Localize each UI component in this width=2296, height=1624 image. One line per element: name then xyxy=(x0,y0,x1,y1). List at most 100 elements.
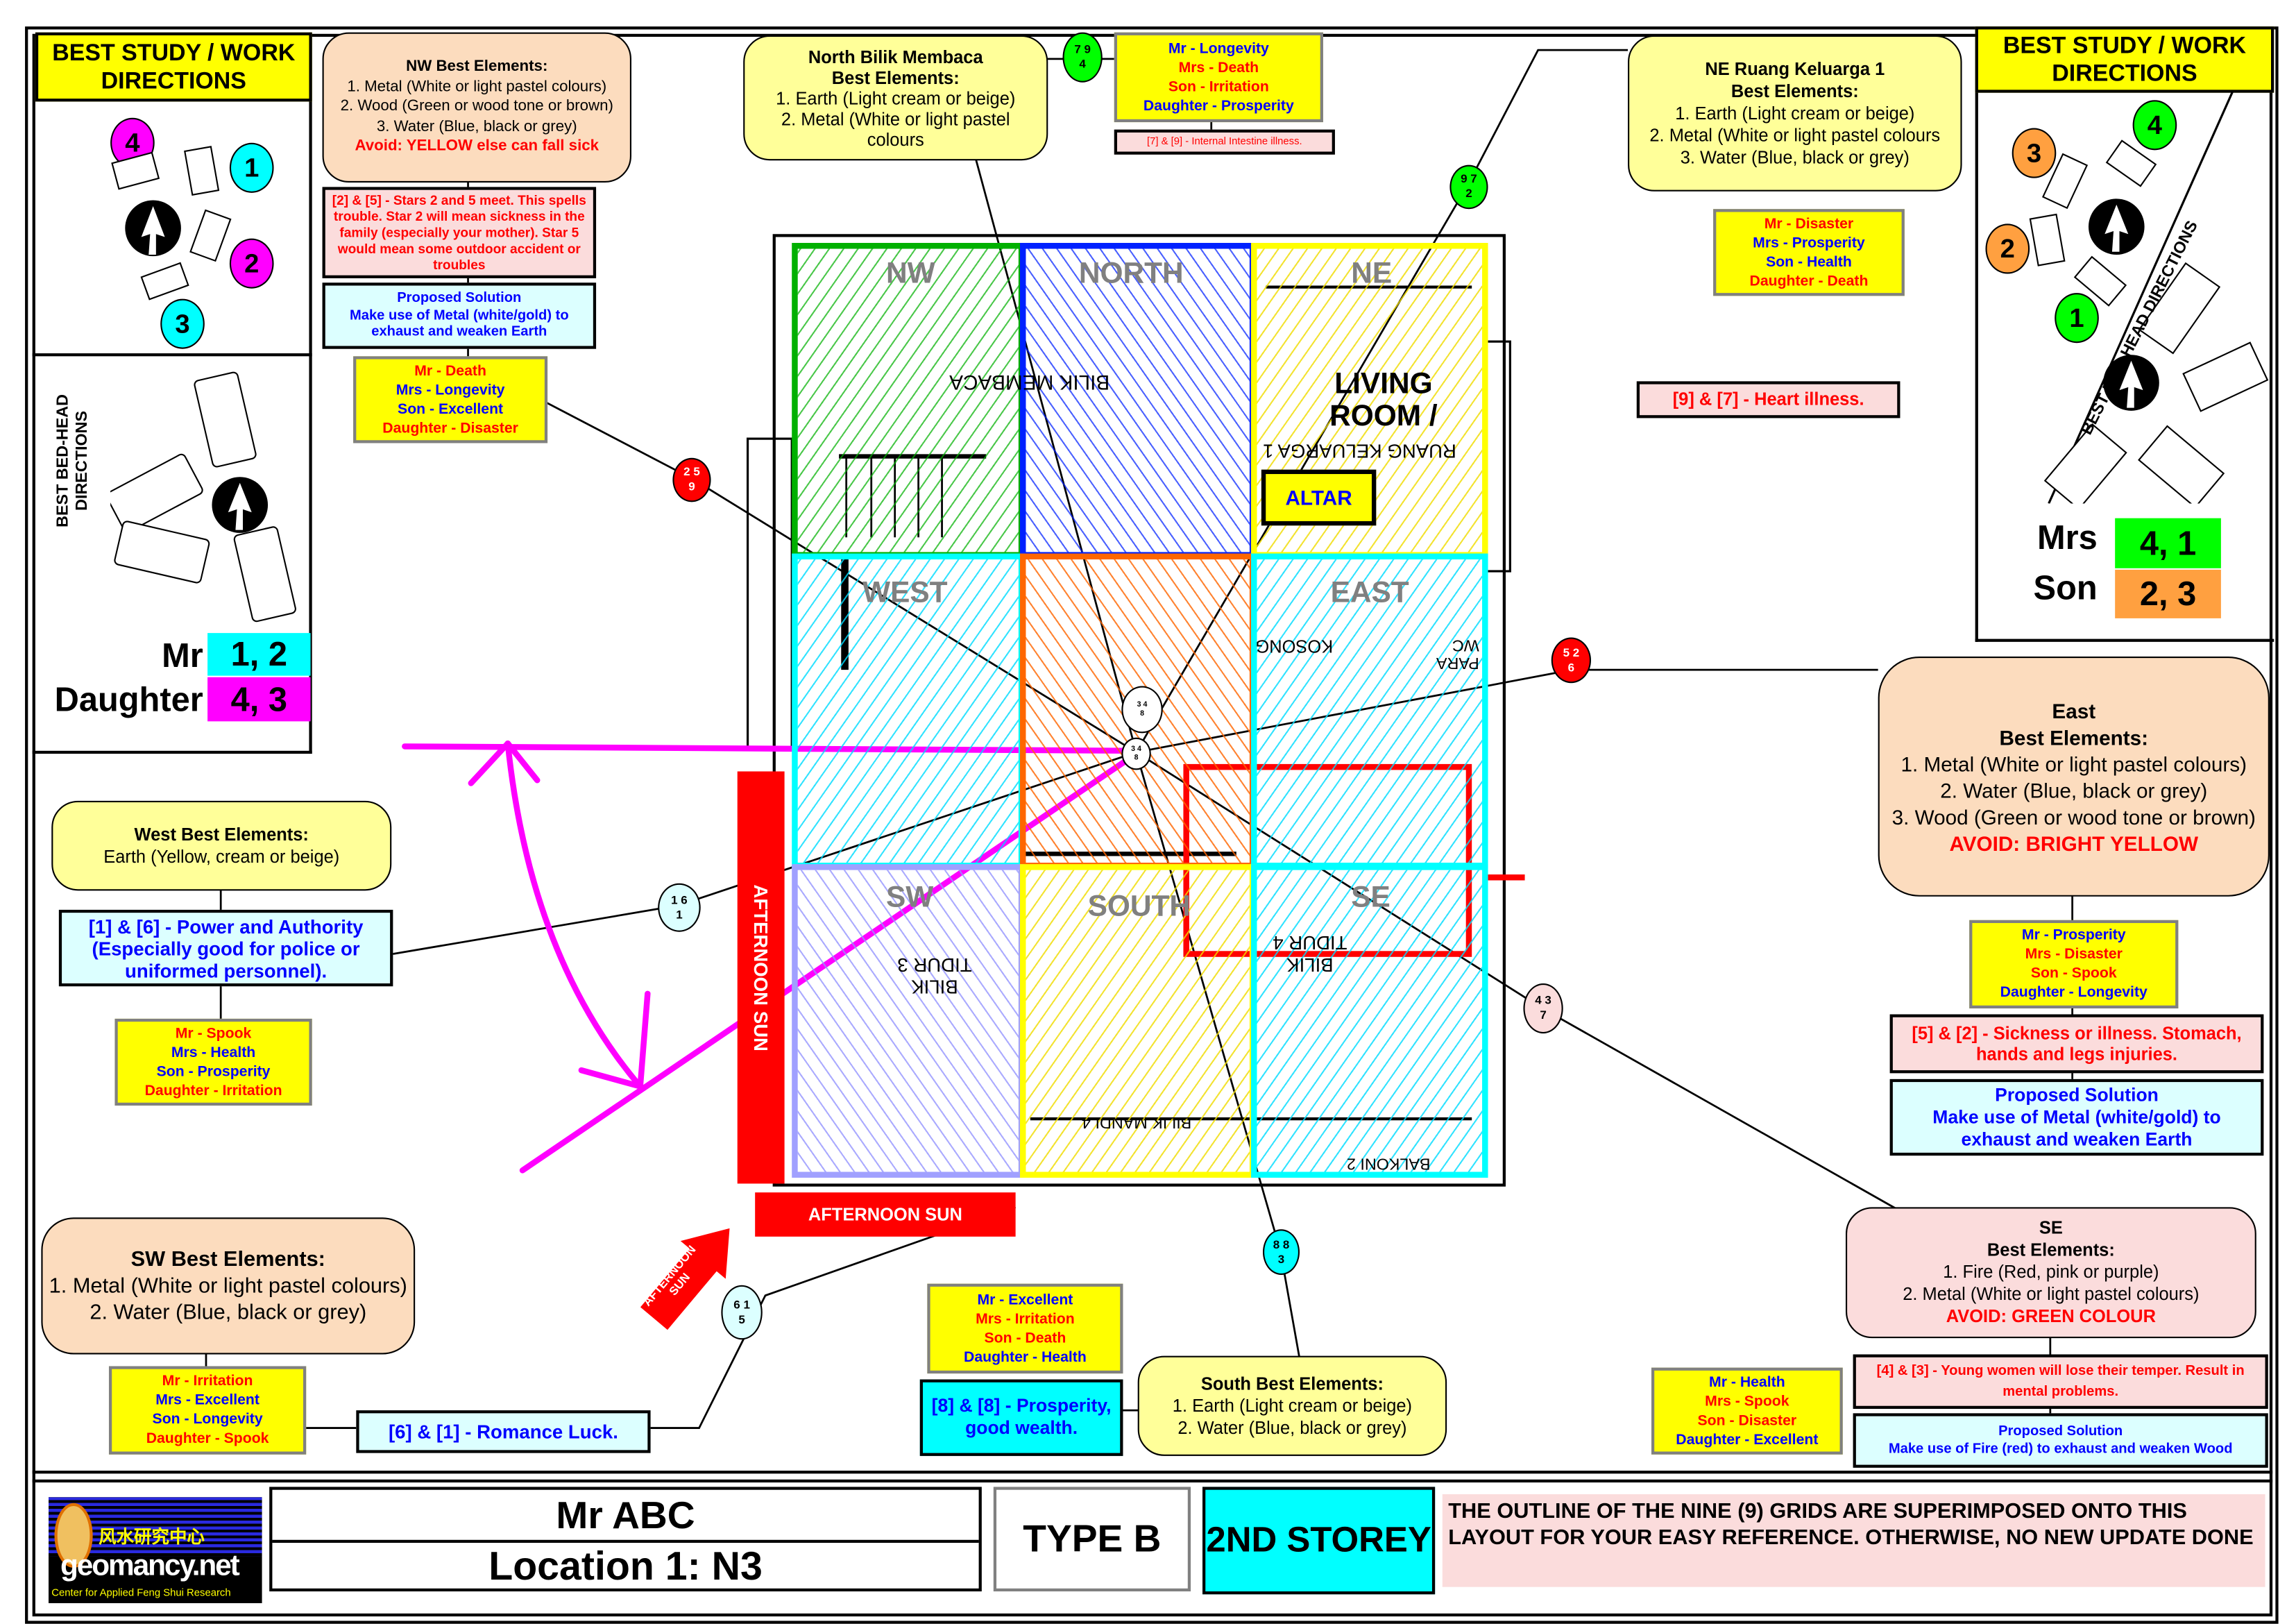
star-top: 6 1 xyxy=(733,1297,750,1311)
fortune-mr: Mr - Excellent xyxy=(977,1292,1073,1308)
west-elements-box: West Best Elements: Earth (Yellow, cream… xyxy=(51,800,392,891)
right-icons xyxy=(2029,91,2269,504)
west-star-note: [1] & [6] - Power and Authority (Especia… xyxy=(58,909,393,987)
sw-element-1: 1. Metal (White or light pastel colours) xyxy=(49,1274,407,1298)
fortune-daughter: Daughter - Death xyxy=(1749,273,1869,289)
se-star-note: [4] & [3] - Young women will lose their … xyxy=(1853,1354,2268,1409)
east-solution-title: Proposed Solution xyxy=(1995,1084,2159,1105)
north-fortunes: Mr - Longevity Mrs - Death Son - Irritat… xyxy=(1114,32,1323,123)
north-element-1: 1. Earth (Light cream or beige) xyxy=(776,87,1016,108)
fortune-mrs: Mrs - Health xyxy=(171,1044,256,1061)
sw-element-2: 2. Water (Blue, black or grey) xyxy=(90,1301,367,1325)
afternoon-sun-label-west: AFTERNOON SUN xyxy=(749,884,772,1051)
fortune-mrs: Mrs - Longevity xyxy=(396,382,505,398)
left-panel-divider xyxy=(32,353,312,357)
left-bed-title: BEST BED-HEAD DIRECTIONS xyxy=(54,394,92,527)
star-top: 7 9 xyxy=(1074,42,1091,56)
nw-solution: Proposed Solution Make use of Metal (whi… xyxy=(322,282,597,349)
star-bottom: 4 xyxy=(1079,57,1086,71)
star-bottom: 3 xyxy=(1277,1252,1285,1266)
fortune-daughter: Daughter - Longevity xyxy=(2000,985,2148,1001)
fortune-son: Son - Irritation xyxy=(1168,78,1269,95)
east-element-1: 1. Metal (White or light pastel colours) xyxy=(1900,751,2247,775)
nw-solution-title: Proposed Solution xyxy=(397,290,522,307)
nw-element-1: 1. Metal (White or light pastel colours) xyxy=(347,77,607,96)
person-mrs-label: Mrs xyxy=(2036,518,2098,557)
ne-fortunes: Mr - Disaster Mrs - Prosperity Son - Hea… xyxy=(1713,209,1905,296)
left-bed-icons xyxy=(110,371,296,623)
person-mr-directions: 1, 2 xyxy=(207,633,311,676)
fortune-mr: Mr - Health xyxy=(1709,1374,1785,1391)
afternoon-sun-arrow: AFTERNOON SUN xyxy=(631,1210,752,1338)
afternoon-sun-bar-south: AFTERNOON SUN xyxy=(755,1192,1016,1237)
outer-frame xyxy=(25,26,2279,1624)
person-daughter-label: Daughter xyxy=(54,679,203,719)
person-mr-label: Mr xyxy=(162,636,203,675)
room-ruang-keluarga: RUANG KELUARGA 1 xyxy=(1262,440,1456,463)
study-direction-1: 1 xyxy=(2055,293,2099,344)
se-solution-title: Proposed Solution xyxy=(1998,1423,2123,1440)
star-top: 1 6 xyxy=(671,893,688,906)
grid-cell-nw: NW xyxy=(792,242,1025,558)
star-bottom: 8 xyxy=(1140,709,1145,719)
fortune-daughter: Daughter - Health xyxy=(964,1349,1087,1366)
room-living-room: LIVING ROOM / xyxy=(1329,368,1438,433)
star-bottom: 9 xyxy=(688,480,695,493)
fortune-daughter: Daughter - Excellent xyxy=(1676,1431,1819,1448)
grid-label-north: NORTH xyxy=(1078,257,1184,290)
west-element-1: Earth (Yellow, cream or beige) xyxy=(103,845,340,867)
logo-text: geomancy.net xyxy=(60,1550,240,1583)
south-elements-box: South Best Elements: 1. Earth (Light cre… xyxy=(1137,1355,1447,1456)
sw-fortunes: Mr - Irritation Mrs - Excellent Son - Lo… xyxy=(108,1366,307,1455)
fortune-son: Son - Excellent xyxy=(398,401,504,418)
ne-element-2: 2. Metal (White or light pastel colours xyxy=(1649,124,1941,145)
storey-label: 2ND STOREY xyxy=(1202,1487,1436,1595)
fortune-son: Son - Longevity xyxy=(152,1412,263,1428)
nw-solution-text: Make use of Metal (white/gold) to exhaus… xyxy=(349,307,569,341)
fortune-mr: Mr - Longevity xyxy=(1168,40,1269,57)
north-title: North Bilik Membaca xyxy=(808,46,983,67)
star-bottom: 7 xyxy=(1540,1008,1547,1022)
star-top: 8 8 xyxy=(1273,1237,1290,1251)
east-title: East xyxy=(2052,698,2096,722)
se-element-1: 1. Fire (Red, pink or purple) xyxy=(1943,1261,2159,1283)
yin-yang-icon xyxy=(54,1503,93,1568)
grid-label-se: SE xyxy=(1351,881,1391,915)
nw-element-3: 3. Water (Blue, black or grey) xyxy=(376,117,577,135)
star-top: 4 3 xyxy=(1535,993,1551,1007)
fortune-son: Son - Death xyxy=(984,1330,1066,1346)
logo-chinese: 风水研究中心 xyxy=(99,1526,205,1548)
house-type: TYPE B xyxy=(993,1487,1191,1592)
grid-cell-north: NORTH xyxy=(1019,242,1256,558)
star-top: 3 4 xyxy=(1131,745,1141,754)
left-desk-icons xyxy=(111,146,232,301)
star-top: 9 7 xyxy=(1461,172,1477,186)
se-avoid: AVOID: GREEN COLOUR xyxy=(1946,1305,2156,1327)
se-solution: Proposed Solution Make use of Fire (red)… xyxy=(1853,1413,2268,1468)
nw-fortunes: Mr - Death Mrs - Longevity Son - Excelle… xyxy=(353,356,548,443)
fortune-son: Son - Health xyxy=(1766,253,1852,271)
room-bilik-tidur-3: BILIK TIDUR 3 xyxy=(897,954,972,999)
study-direction-3: 3 xyxy=(2012,128,2057,178)
west-fortunes: Mr - Spook Mrs - Health Son - Prosperity… xyxy=(114,1018,312,1106)
north-elements-box: North Bilik Membaca Best Elements: 1. Ea… xyxy=(743,35,1048,161)
grid-label-east: EAST xyxy=(1330,577,1409,610)
ne-subtitle: Best Elements: xyxy=(1730,80,1859,101)
fortune-mr: Mr - Prosperity xyxy=(2021,927,2126,944)
se-title: SE xyxy=(2039,1217,2063,1238)
fortune-daughter: Daughter - Disaster xyxy=(382,420,518,437)
se-elements-box: SE Best Elements: 1. Fire (Red, pink or … xyxy=(1845,1207,2256,1339)
fortune-mr: Mr - Death xyxy=(414,362,486,380)
grid-cell-sw: SW xyxy=(792,864,1025,1178)
grid-label-south: SOUTH xyxy=(1087,890,1191,923)
south-element-1: 1. Earth (Light cream or beige) xyxy=(1172,1394,1413,1416)
